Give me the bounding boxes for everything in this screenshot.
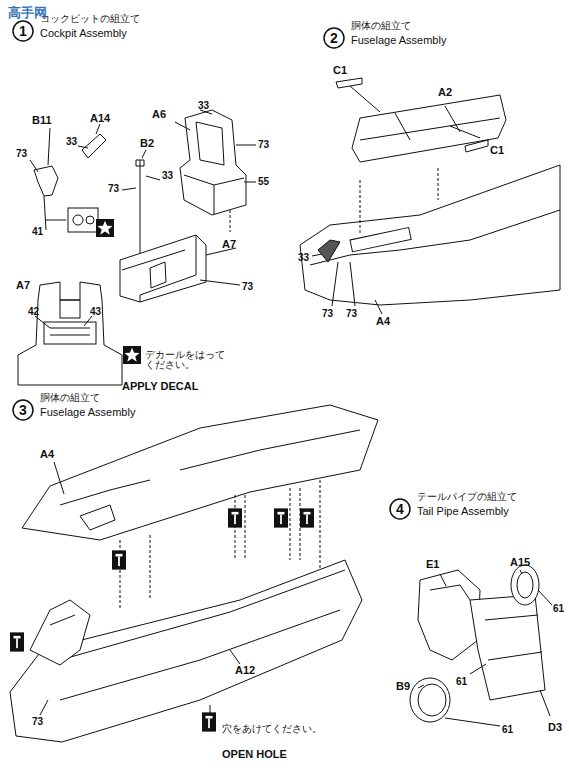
paint-number: 33: [162, 170, 173, 181]
paint-number: 33: [66, 136, 77, 147]
part-number: B2: [140, 137, 154, 149]
step-heading-japanese: テールパイプの組立て: [417, 490, 517, 504]
step-number-text: 2: [323, 27, 345, 49]
watermark: 高手网: [8, 6, 47, 20]
part-number: A2: [438, 86, 452, 98]
paint-number: 73: [242, 281, 253, 292]
paint-number: 73: [108, 183, 119, 194]
hole-note: OPEN HOLE: [222, 748, 287, 760]
paint-number: 43: [90, 306, 101, 317]
decal-note: APPLY DECAL: [122, 380, 198, 392]
step-number-text: 1: [12, 20, 34, 42]
paint-number: 73: [346, 308, 357, 319]
part-number: A15: [510, 556, 530, 568]
part-number: B11: [32, 114, 52, 126]
paint-number: 61: [502, 724, 513, 735]
step-heading-japanese: 胴体の組立て: [40, 391, 100, 405]
part-number: B9: [396, 680, 410, 692]
part-number: C1: [333, 64, 347, 76]
part-number: E1: [426, 558, 439, 570]
part-number: C1: [490, 144, 504, 156]
step-heading-english: Fuselage Assembly: [351, 34, 446, 46]
hole-note: 穴をあけてください。: [222, 724, 342, 734]
part-number: A7: [222, 238, 236, 250]
part-number: A6: [152, 108, 166, 120]
paint-number: 61: [456, 676, 467, 687]
part-number: A4: [40, 448, 54, 460]
step-number: 4テールパイプの組立てTail Pipe Assembly: [389, 498, 411, 520]
step-number-text: 3: [12, 399, 34, 421]
part-number: A4: [376, 315, 390, 327]
step-heading-english: Fuselage Assembly: [40, 406, 135, 418]
paint-number: 42: [28, 306, 39, 317]
step-number: 3胴体の組立てFuselage Assembly: [12, 399, 34, 421]
paint-number: 61: [553, 603, 564, 614]
decal-note: デカールをはってください。: [145, 350, 231, 371]
step-number-text: 4: [389, 498, 411, 520]
part-number: D3: [548, 721, 562, 733]
paint-number: 73: [258, 139, 269, 150]
paint-number: 33: [198, 100, 209, 111]
step-number: 1コックピットの組立てCockpit Assembly: [12, 20, 34, 42]
paint-number: 55: [258, 176, 269, 187]
paint-number: 73: [16, 148, 27, 159]
step-heading-japanese: 胴体の組立て: [351, 19, 411, 33]
paint-number: 73: [322, 308, 333, 319]
paint-number: 73: [32, 716, 43, 727]
step-number: 2胴体の組立てFuselage Assembly: [323, 27, 345, 49]
part-number: A7: [16, 279, 30, 291]
step-heading-japanese: コックピットの組立て: [40, 12, 140, 26]
paint-number: 33: [298, 252, 309, 263]
step-heading-english: Cockpit Assembly: [40, 27, 127, 39]
paint-number: 41: [32, 226, 43, 237]
part-number: A14: [90, 112, 110, 124]
step-heading-english: Tail Pipe Assembly: [417, 505, 509, 517]
part-number: A12: [235, 664, 255, 676]
